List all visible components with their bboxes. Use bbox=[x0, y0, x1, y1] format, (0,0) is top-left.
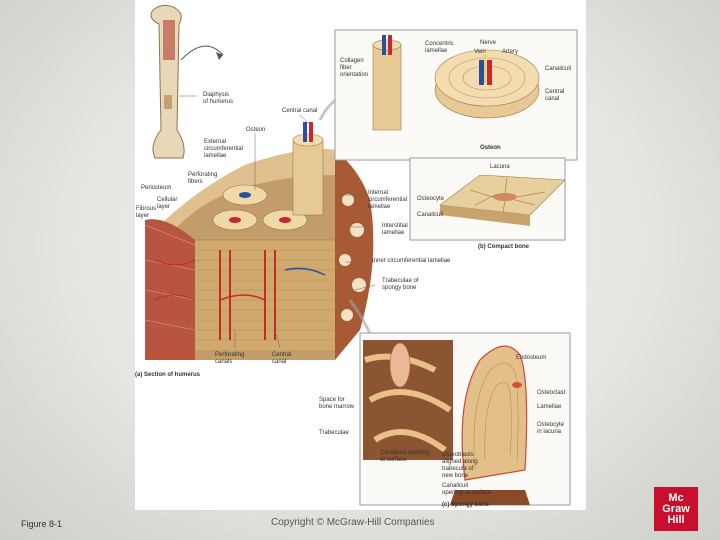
label-osteocyte: Osteocyte bbox=[417, 196, 445, 202]
label-canaliculi-a: Canaliculi bbox=[545, 66, 572, 72]
label-space-marrow: Space for bone marrow bbox=[319, 397, 355, 410]
mcgraw-hill-logo: Mc Graw Hill bbox=[654, 487, 698, 531]
label-perforating-canals: Perforating canals bbox=[215, 352, 245, 365]
spongy-inset bbox=[363, 340, 530, 505]
label-endosteum: Endosteum bbox=[516, 355, 547, 361]
label-diaphysis: Diaphysis of humerus bbox=[203, 92, 234, 105]
figure-panel: Diaphysis of humerus Central canal Osteo… bbox=[135, 0, 586, 510]
copyright-notice: Copyright © McGraw-Hill Companies bbox=[271, 517, 435, 528]
label-internal-circumferential: Internal circumferential lamellae bbox=[368, 190, 408, 210]
label-central-canal-inset: Central canal bbox=[545, 89, 565, 102]
label-inner-circumferential: Inner circumferential lamellae bbox=[372, 258, 451, 264]
label-interstitial: Interstitial lamellae bbox=[382, 223, 408, 236]
label-canaliculi-b: Canaliculi bbox=[417, 212, 444, 218]
caption-section-humerus: (a) Section of humerus bbox=[135, 372, 201, 378]
label-collagen: Collagen fiber orientation bbox=[340, 58, 369, 78]
label-vein: Vein bbox=[474, 49, 486, 55]
logo-line-3: Hill bbox=[667, 513, 685, 526]
blood-vessels bbox=[154, 250, 326, 340]
figure-number: Figure 8-1 bbox=[21, 519, 63, 529]
osteon-inset bbox=[372, 35, 540, 131]
label-canaliculi-surface: Canaliculi opening at surface bbox=[442, 483, 492, 496]
label-canaliculi-opening: Canaliculi opening at surface bbox=[380, 450, 430, 463]
caption-spongy-bone: (c) Spongy bone bbox=[442, 502, 489, 508]
label-osteoclast: Osteoclast bbox=[537, 390, 566, 396]
label-osteon: Osteon bbox=[246, 127, 266, 133]
label-external-circumferential: External circumferential lamellae bbox=[204, 139, 244, 159]
label-artery: Artery bbox=[502, 49, 519, 55]
spongy-bone-region bbox=[335, 150, 374, 360]
label-central-canal-bottom: Central canal bbox=[272, 352, 292, 365]
logo-line-1: Mc bbox=[668, 491, 684, 504]
label-periosteum: Periosteum bbox=[141, 185, 172, 191]
lacuna-inset bbox=[439, 174, 566, 226]
label-central-canal-top: Central canal bbox=[282, 108, 318, 114]
caption-compact-bone: (b) Compact bone bbox=[478, 244, 529, 250]
label-trabeculae: Trabeculae bbox=[319, 430, 349, 436]
label-perforating-fibers: Perforating fibers bbox=[188, 172, 218, 185]
osteon-cylinders bbox=[212, 122, 324, 231]
bone-illustration bbox=[144, 4, 578, 506]
logo-line-2: Graw bbox=[662, 502, 690, 515]
humerus-bone bbox=[150, 4, 185, 159]
label-fibrous-layer: Fibrous layer bbox=[136, 206, 157, 219]
label-osteocyte-lacuna: Osteocyte in lacuna bbox=[537, 422, 565, 435]
leader-lines bbox=[234, 114, 376, 349]
label-osteoblasts: Osteoblasts aligned along trabecula of n… bbox=[442, 452, 478, 479]
label-trabeculae-spongy: Trabeculae of spongy bone bbox=[382, 278, 419, 291]
label-nerve: Nerve bbox=[480, 40, 497, 46]
label-lamellae: Lamellae bbox=[537, 404, 562, 410]
label-cellular-layer: Cellular layer bbox=[157, 197, 178, 210]
label-lacuna: Lacuna bbox=[490, 164, 510, 170]
label-concentric: Concentric lamellae bbox=[425, 41, 454, 54]
caption-osteon: Osteon bbox=[480, 145, 501, 151]
